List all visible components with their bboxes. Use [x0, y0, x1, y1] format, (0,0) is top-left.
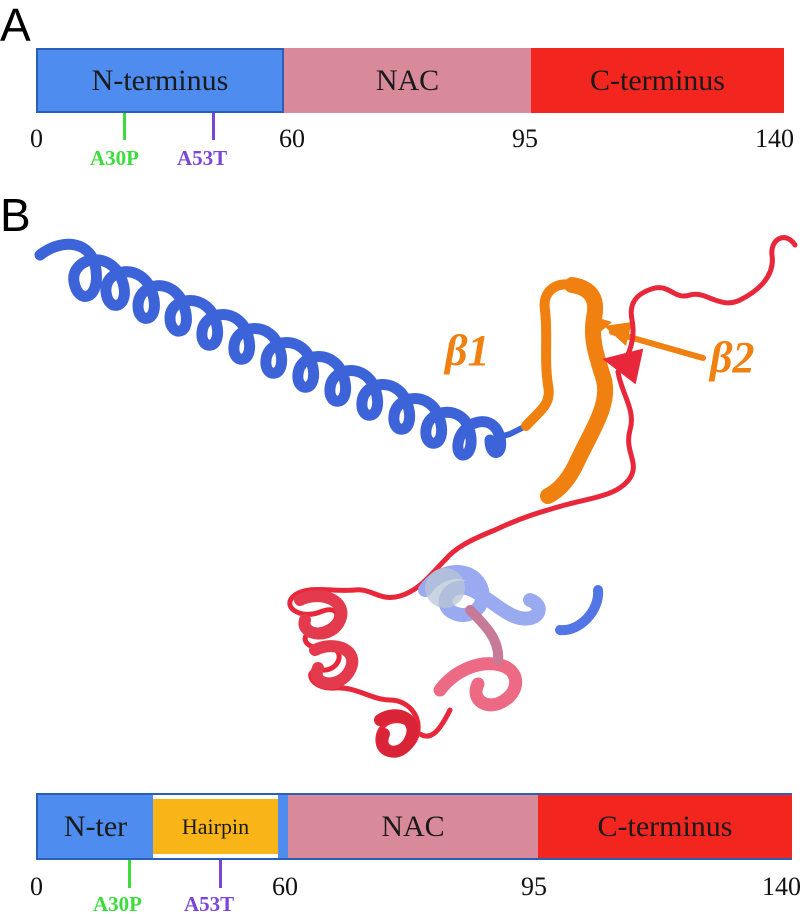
protein-structure-illustration: β1 β2 — [34, 235, 798, 758]
tick-label-95: 95 — [512, 124, 538, 153]
panel-a-label: A — [0, 0, 31, 51]
segment-c-terminus-b: C-terminus — [538, 795, 792, 858]
mutation-label-a53t: A53T — [177, 146, 228, 170]
mutation-label-a30p: A30P — [90, 146, 139, 170]
c-terminal-helices — [294, 590, 523, 758]
beta1-label: β1 — [443, 326, 490, 375]
beta-hairpin — [521, 277, 706, 504]
segment-n-ter-end — [278, 795, 288, 858]
segment-n-ter: N-ter — [38, 795, 153, 858]
segment-nac: NAC — [284, 48, 531, 113]
panel-b-label: B — [0, 189, 31, 241]
mutation-marker-b-a30p — [128, 860, 131, 888]
mutation-label-b-a53t: A53T — [184, 892, 235, 916]
tick-label-140: 140 — [755, 124, 794, 153]
segment-hairpin: Hairpin — [153, 799, 278, 854]
tick-label-b-0: 0 — [30, 872, 43, 901]
tick-label-b-60: 60 — [272, 872, 298, 901]
tick-label-b-95: 95 — [521, 872, 547, 901]
segment-n-terminus: N-terminus — [36, 48, 284, 113]
tick-label-60: 60 — [279, 124, 305, 153]
domain-bar-a: N-terminus NAC C-terminus — [36, 48, 784, 113]
domain-bar-b: N-ter Hairpin NAC C-terminus — [36, 793, 792, 860]
mutation-label-b-a30p: A30P — [93, 892, 142, 916]
n-terminal-helix — [34, 238, 529, 461]
segment-nac-b: NAC — [288, 795, 538, 858]
beta2-label: β2 — [708, 333, 755, 382]
tick-label-b-140: 140 — [762, 872, 801, 901]
mutation-marker-a30p — [123, 113, 126, 140]
segment-c-terminus: C-terminus — [531, 48, 784, 113]
central-helix — [418, 565, 604, 665]
mutation-marker-a53t — [212, 113, 215, 140]
mutation-marker-b-a53t — [219, 860, 222, 888]
tick-label-0: 0 — [30, 124, 43, 153]
